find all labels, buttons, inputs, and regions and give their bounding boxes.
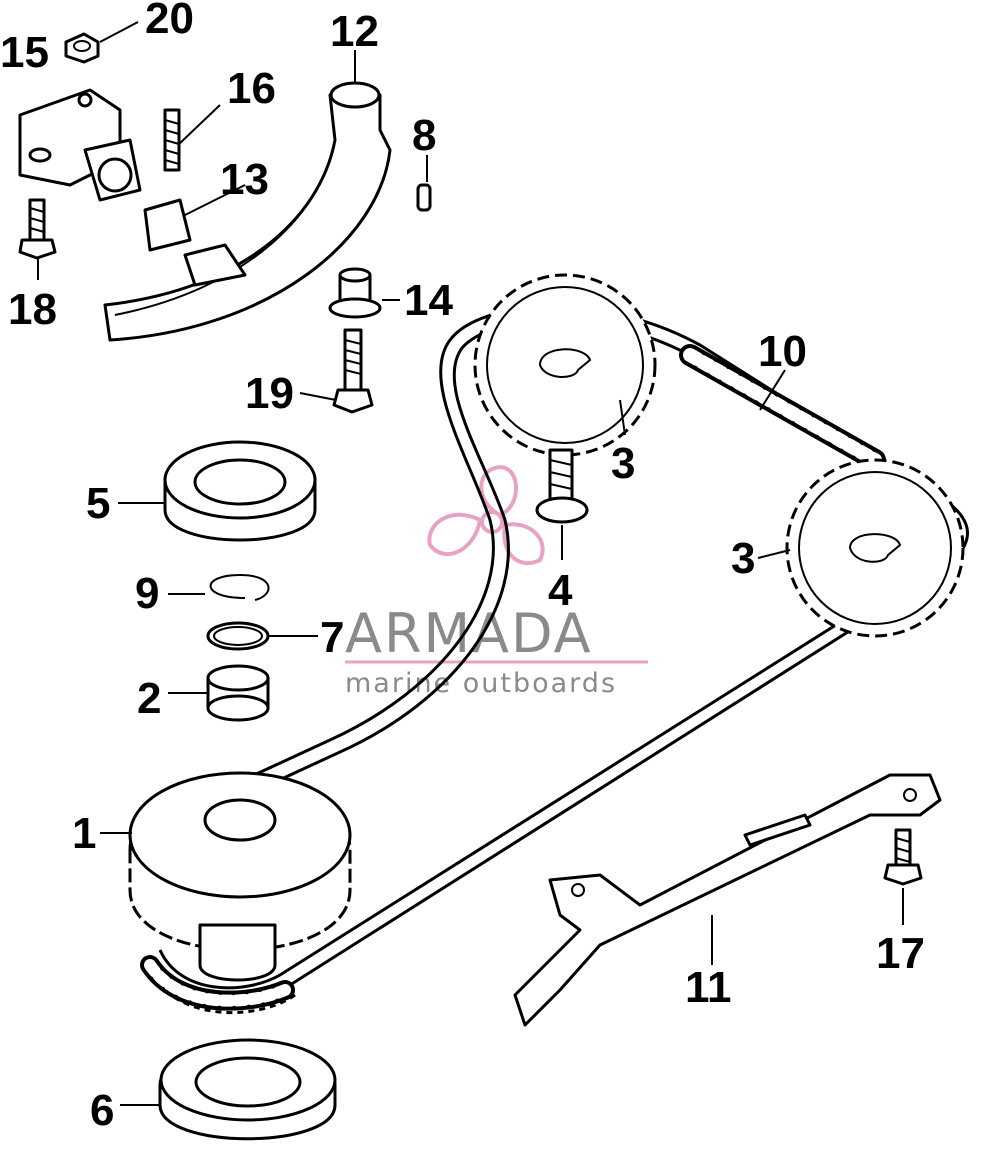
tensioner-shoe-13 [143, 198, 192, 252]
callout-16: 16 [227, 64, 276, 113]
callout-labels: 20 15 12 16 8 13 18 14 19 10 3 5 4 3 9 7… [0, 0, 925, 1135]
bearing-6 [158, 1038, 337, 1141]
callout-5: 5 [86, 479, 110, 528]
chain-guide-12 [103, 81, 392, 342]
nut-20 [64, 32, 100, 64]
chain-segment-10 [679, 344, 886, 471]
callout-3-lower: 3 [731, 534, 755, 583]
callout-11: 11 [685, 963, 732, 1012]
callout-20: 20 [145, 0, 194, 43]
callout-14: 14 [404, 276, 453, 325]
callout-19: 19 [245, 369, 294, 418]
callout-9: 9 [135, 569, 159, 618]
sprocket-upper [473, 273, 657, 457]
callout-15: 15 [0, 28, 49, 77]
bushing-2 [206, 664, 270, 722]
callout-6: 6 [90, 1086, 114, 1135]
bolt-17 [883, 828, 923, 886]
sprocket-lower [785, 458, 965, 638]
tensioner-15 [18, 88, 142, 202]
bolt-19 [332, 328, 374, 414]
callout-10: 10 [758, 327, 807, 376]
callout-18: 18 [8, 285, 57, 334]
stud-16 [163, 108, 181, 172]
callout-13: 13 [220, 155, 269, 204]
bearing-5 [163, 440, 317, 542]
bolt-4 [535, 448, 589, 524]
snap-ring-9 [209, 573, 270, 601]
drive-gear-1 [128, 771, 352, 982]
collar-14 [328, 267, 382, 319]
chain-links-lower [140, 955, 295, 1011]
bolt-18 [18, 198, 57, 260]
callout-1: 1 [72, 809, 96, 858]
dowel-pin-8 [416, 183, 432, 212]
callout-7: 7 [320, 613, 344, 662]
callout-4: 4 [548, 566, 573, 615]
callout-3-upper: 3 [611, 439, 635, 488]
watermark-tagline: marine outboards [345, 668, 617, 699]
propeller-logo-icon [427, 465, 545, 566]
armada-watermark: ARMADA marine outboards [345, 465, 648, 699]
chain-guide-11 [513, 773, 942, 1027]
callout-17: 17 [876, 929, 925, 978]
callout-2: 2 [137, 674, 161, 723]
callout-8: 8 [412, 111, 436, 160]
callout-12: 12 [330, 7, 379, 56]
leader-lines [37, 21, 904, 1106]
o-ring-7 [206, 621, 270, 651]
